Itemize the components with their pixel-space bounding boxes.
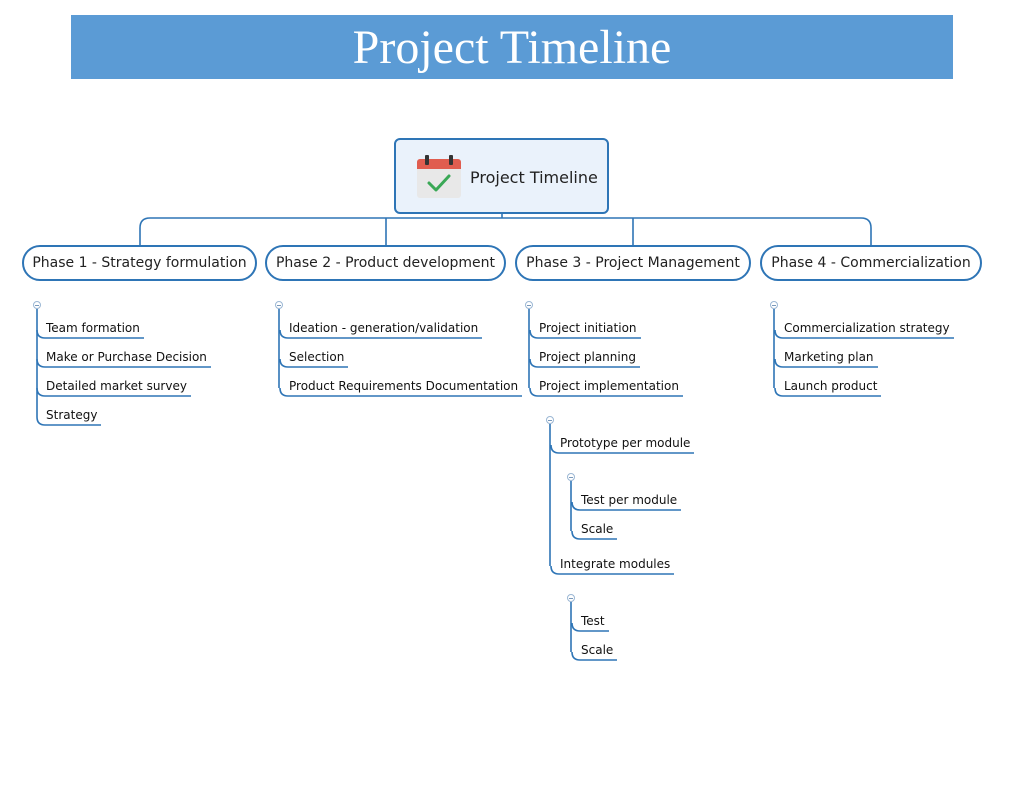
item-underline (774, 329, 954, 339)
collapse-toggle[interactable] (567, 594, 575, 602)
topic-item[interactable]: Test per module (581, 493, 678, 507)
item-underline (571, 651, 617, 661)
topic-item[interactable]: Test (581, 614, 605, 628)
phase-label: Phase 4 - Commercialization (771, 255, 971, 271)
topic-item[interactable]: Make or Purchase Decision (46, 350, 207, 364)
topic-item[interactable]: Product Requirements Documentation (289, 379, 519, 393)
topic-item[interactable]: Prototype per module (560, 436, 691, 450)
item-underline (774, 387, 881, 397)
topic-item[interactable]: Commercialization strategy (784, 321, 950, 335)
topic-item[interactable]: Detailed market survey (46, 379, 187, 393)
root-topic-label: Project Timeline (470, 168, 598, 187)
phase-label: Phase 1 - Strategy formulation (32, 255, 247, 271)
topic-item[interactable]: Ideation - generation/validation (289, 321, 479, 335)
collapse-toggle[interactable] (33, 301, 41, 309)
item-underline (279, 387, 522, 397)
phase-label: Phase 3 - Project Management (526, 255, 740, 271)
item-underline (550, 444, 694, 454)
item-underline (529, 387, 683, 397)
item-underline (571, 501, 681, 511)
root-topic[interactable]: Project Timeline (394, 138, 609, 214)
collapse-toggle[interactable] (546, 416, 554, 424)
item-underline (36, 416, 101, 426)
item-underline (529, 358, 640, 368)
phase-bracket (139, 217, 872, 245)
phase-3-topic[interactable]: Phase 3 - Project Management (515, 245, 751, 281)
topic-item[interactable]: Scale (581, 643, 614, 657)
topic-item[interactable]: Integrate modules (560, 557, 671, 571)
phase-4-topic[interactable]: Phase 4 - Commercialization (760, 245, 982, 281)
phase-label: Phase 2 - Product development (275, 255, 496, 271)
item-underline (529, 329, 641, 339)
item-underline (774, 358, 878, 368)
collapse-toggle[interactable] (275, 301, 283, 309)
topic-item[interactable]: Scale (581, 522, 614, 536)
banner-title: Project Timeline (71, 15, 953, 79)
topic-item[interactable]: Team formation (46, 321, 140, 335)
item-underline (571, 622, 609, 632)
topic-item[interactable]: Project planning (539, 350, 636, 364)
topic-item[interactable]: Selection (289, 350, 345, 364)
topic-item[interactable]: Project initiation (539, 321, 637, 335)
topic-item[interactable]: Strategy (46, 408, 98, 422)
calendar-check-icon (417, 155, 461, 198)
item-underline (279, 329, 482, 339)
collapse-toggle[interactable] (770, 301, 778, 309)
collapse-toggle[interactable] (567, 473, 575, 481)
collapse-toggle[interactable] (525, 301, 533, 309)
item-underline (550, 565, 674, 575)
topic-item[interactable]: Project implementation (539, 379, 679, 393)
item-underline (279, 358, 348, 368)
topic-item[interactable]: Marketing plan (784, 350, 874, 364)
phase-2-topic[interactable]: Phase 2 - Product development (265, 245, 506, 281)
item-underline (571, 530, 617, 540)
phase-1-topic[interactable]: Phase 1 - Strategy formulation (22, 245, 257, 281)
topic-item[interactable]: Launch product (784, 379, 878, 393)
